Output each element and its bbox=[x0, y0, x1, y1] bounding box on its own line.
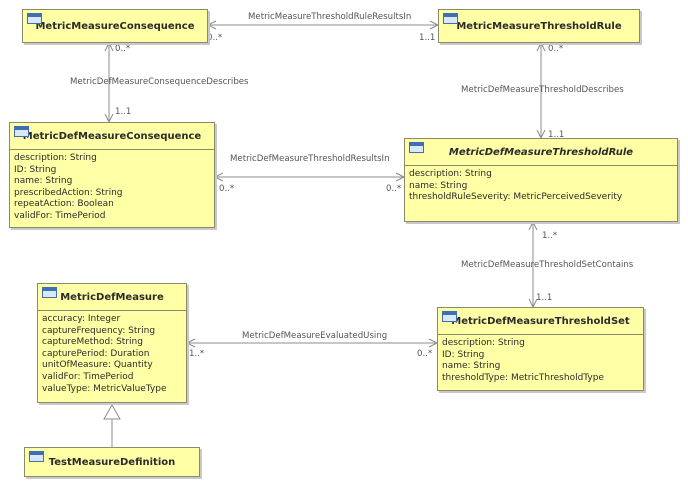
class-header: MetricDefMeasure bbox=[38, 284, 186, 310]
class-icon bbox=[409, 142, 424, 153]
mult-rule-describes-target: 1..1 bbox=[548, 130, 565, 140]
class-name: MetricDefMeasureThresholdSet bbox=[451, 315, 630, 327]
class-header: MetricDefMeasureThresholdSet bbox=[438, 308, 643, 334]
mult-evaluated-using-target: 0..* bbox=[417, 349, 433, 359]
mult-def-results-in-source: 0..* bbox=[219, 184, 235, 194]
mult-set-contains-target: 1..1 bbox=[536, 293, 553, 303]
attribute: thresholdRuleSeverity: MetricPerceivedSe… bbox=[409, 192, 623, 203]
class-header: MetricMeasureThresholdRule bbox=[439, 10, 639, 42]
class-metric-def-measure-threshold-set[interactable]: MetricDefMeasureThresholdSet description… bbox=[437, 307, 644, 391]
attribute: description: String bbox=[442, 338, 525, 348]
attribute: name: String bbox=[442, 361, 501, 372]
class-metric-measure-threshold-rule[interactable]: MetricMeasureThresholdRule bbox=[438, 9, 640, 43]
assoc-label-results-in: MetricMeasureThresholdRuleResultsIn bbox=[248, 12, 412, 22]
class-test-measure-definition[interactable]: TestMeasureDefinition bbox=[24, 447, 200, 477]
mult-consequence-describes-target: 1..1 bbox=[115, 107, 132, 117]
compartment-divider bbox=[405, 165, 677, 166]
assoc-label-rule-describes: MetricDefMeasureThresholdDescribes bbox=[461, 85, 624, 95]
class-icon bbox=[14, 126, 29, 137]
attribute: valueType: MetricValueType bbox=[42, 383, 167, 394]
attribute-list: description: String name: String thresho… bbox=[405, 166, 677, 206]
attribute: unitOfMeasure: Quantity bbox=[42, 360, 153, 371]
attribute: description: String bbox=[409, 169, 492, 179]
class-header: MetricDefMeasureThresholdRule bbox=[405, 139, 677, 165]
class-name: MetricDefMeasureConsequence bbox=[22, 130, 202, 142]
class-metric-def-measure[interactable]: MetricDefMeasure accuracy: Integer captu… bbox=[37, 283, 187, 403]
attribute: ID: String bbox=[14, 164, 57, 175]
attribute: capturePeriod: Duration bbox=[42, 348, 150, 359]
compartment-divider bbox=[438, 334, 643, 335]
mult-evaluated-using-source: 1..* bbox=[189, 349, 205, 359]
class-icon bbox=[442, 311, 457, 322]
attribute: name: String bbox=[409, 180, 468, 191]
attribute: validFor: TimePeriod bbox=[42, 371, 134, 382]
class-name: MetricDefMeasure bbox=[60, 291, 164, 303]
class-name: TestMeasureDefinition bbox=[48, 456, 176, 468]
attribute: prescribedAction: String bbox=[14, 187, 123, 198]
mult-rule-describes-source: 0..* bbox=[548, 44, 564, 54]
attribute-list: description: String ID: String name: Str… bbox=[438, 335, 643, 386]
class-metric-def-measure-consequence[interactable]: MetricDefMeasureConsequence description:… bbox=[9, 122, 215, 228]
class-name: MetricMeasureConsequence bbox=[35, 20, 195, 32]
mult-results-in-target: 1..1 bbox=[419, 33, 436, 43]
attribute: accuracy: Integer bbox=[42, 314, 121, 324]
class-name: MetricDefMeasureThresholdRule bbox=[448, 146, 634, 158]
class-icon bbox=[42, 287, 57, 298]
class-icon bbox=[29, 451, 44, 462]
attribute-list: description: String ID: String name: Str… bbox=[10, 150, 214, 225]
attribute: thresholdType: MetricThresholdType bbox=[442, 372, 604, 383]
class-icon bbox=[443, 13, 458, 24]
class-metric-measure-consequence[interactable]: MetricMeasureConsequence bbox=[22, 9, 208, 43]
class-header: MetricDefMeasureConsequence bbox=[10, 123, 214, 149]
assoc-label-set-contains: MetricDefMeasureThresholdSetContains bbox=[461, 260, 634, 270]
attribute-list: accuracy: Integer captureFrequency: Stri… bbox=[38, 311, 186, 397]
class-header: TestMeasureDefinition bbox=[25, 448, 199, 476]
class-metric-def-measure-threshold-rule[interactable]: MetricDefMeasureThresholdRule descriptio… bbox=[404, 138, 678, 222]
generalization-arrowhead bbox=[103, 403, 121, 420]
class-name: MetricMeasureThresholdRule bbox=[456, 20, 622, 32]
attribute: ID: String bbox=[442, 349, 485, 360]
mult-results-in-source: 0..* bbox=[207, 33, 223, 43]
assoc-label-evaluated-using: MetricDefMeasureEvaluatedUsing bbox=[242, 331, 388, 341]
class-icon bbox=[27, 13, 42, 24]
attribute: captureFrequency: String bbox=[42, 325, 156, 336]
compartment-divider bbox=[10, 149, 214, 150]
mult-def-results-in-target: 0..* bbox=[386, 184, 402, 194]
mult-set-contains-source: 1..* bbox=[542, 231, 558, 241]
attribute: name: String bbox=[14, 176, 73, 187]
assoc-label-def-results-in: MetricDefMeasureThresholdResultsIn bbox=[230, 154, 390, 164]
class-header: MetricMeasureConsequence bbox=[23, 10, 207, 42]
compartment-divider bbox=[38, 310, 186, 311]
attribute: repeatAction: Boolean bbox=[14, 199, 114, 210]
attribute: description: String bbox=[14, 153, 97, 163]
attribute: captureMethod: String bbox=[42, 337, 143, 348]
attribute: validFor: TimePeriod bbox=[14, 210, 106, 221]
assoc-label-consequence-describes: MetricDefMeasureConsequenceDescribes bbox=[70, 77, 249, 87]
mult-consequence-describes-source: 0..* bbox=[115, 44, 131, 54]
